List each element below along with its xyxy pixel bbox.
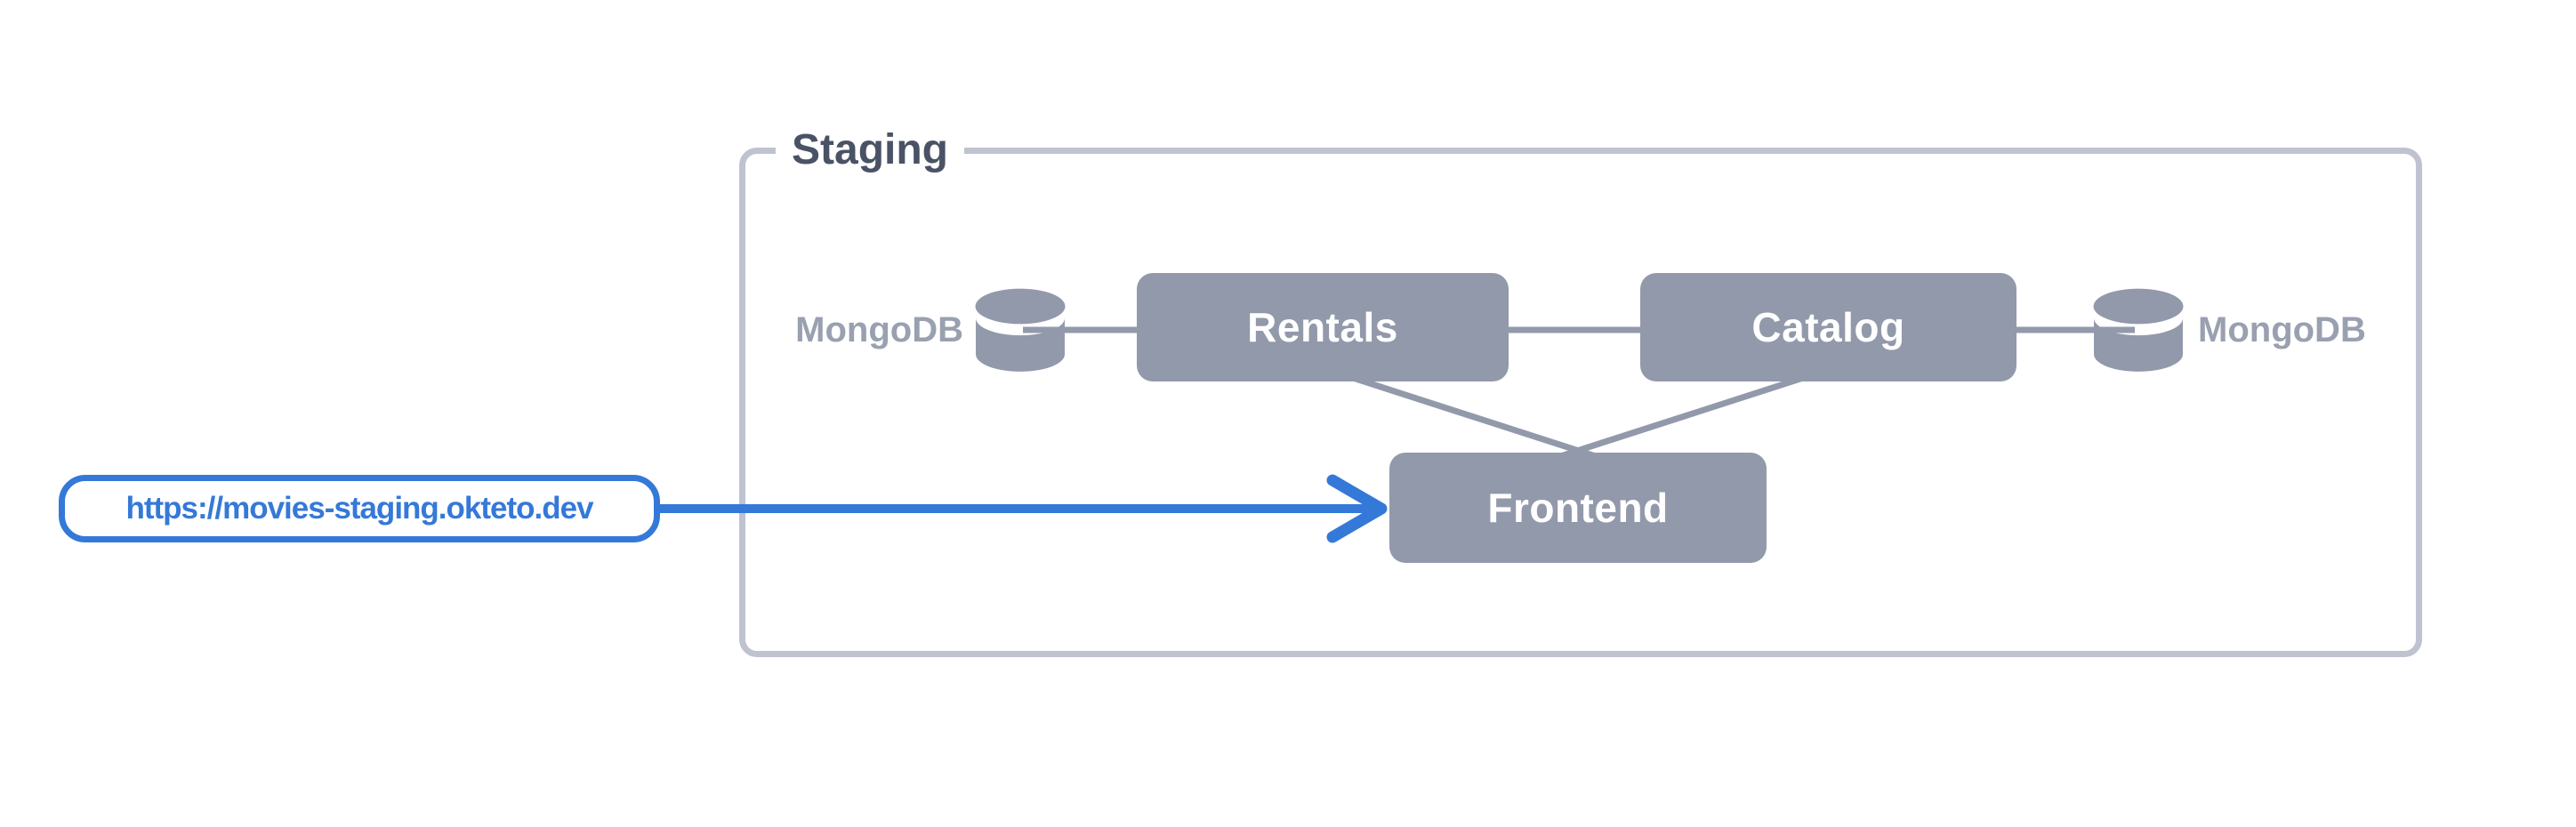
database-label-right: MongoDB	[2198, 310, 2366, 349]
database-label-left: MongoDB	[795, 310, 963, 349]
staging-group-frame	[739, 148, 2422, 657]
node-rentals-label: Rentals	[1247, 304, 1398, 350]
url-callout-pill[interactable]: https://movies-staging.okteto.dev	[59, 475, 660, 542]
node-rentals: Rentals	[1137, 273, 1509, 381]
node-frontend: Frontend	[1389, 453, 1767, 563]
connector-rentals-frontend	[1324, 365, 1606, 462]
node-catalog: Catalog	[1640, 273, 2017, 381]
staging-group-title: Staging	[776, 125, 964, 175]
url-arrow-head	[1326, 474, 1388, 543]
url-callout-text: https://movies-staging.okteto.dev	[125, 491, 593, 526]
database-icon	[975, 288, 1066, 372]
database-icon	[2093, 288, 2184, 372]
node-catalog-label: Catalog	[1751, 304, 1905, 350]
connector-catalog-frontend	[1550, 365, 1832, 462]
node-frontend-label: Frontend	[1487, 485, 1669, 531]
